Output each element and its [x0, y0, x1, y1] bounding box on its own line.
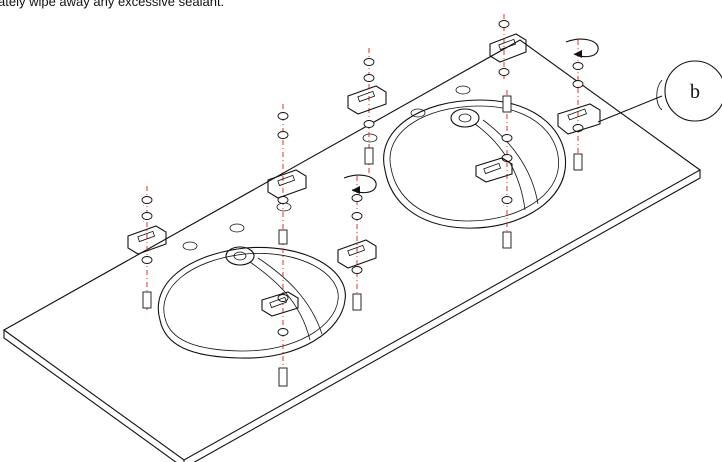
mounting-clips — [127, 33, 601, 317]
faucet-holes — [182, 85, 471, 251]
countertop — [2, 39, 702, 462]
right-sink-basin — [383, 99, 567, 229]
left-sink-basin — [157, 246, 346, 359]
nuts-and-washers — [141, 20, 584, 336]
callout-b: b — [597, 60, 722, 123]
mounting-studs — [142, 95, 583, 387]
instruction-text: ately wipe away any excessive sealant. — [0, 0, 225, 9]
rotation-arrows — [343, 38, 599, 194]
axis-lines — [146, 14, 579, 385]
callout-label: b — [690, 81, 700, 103]
